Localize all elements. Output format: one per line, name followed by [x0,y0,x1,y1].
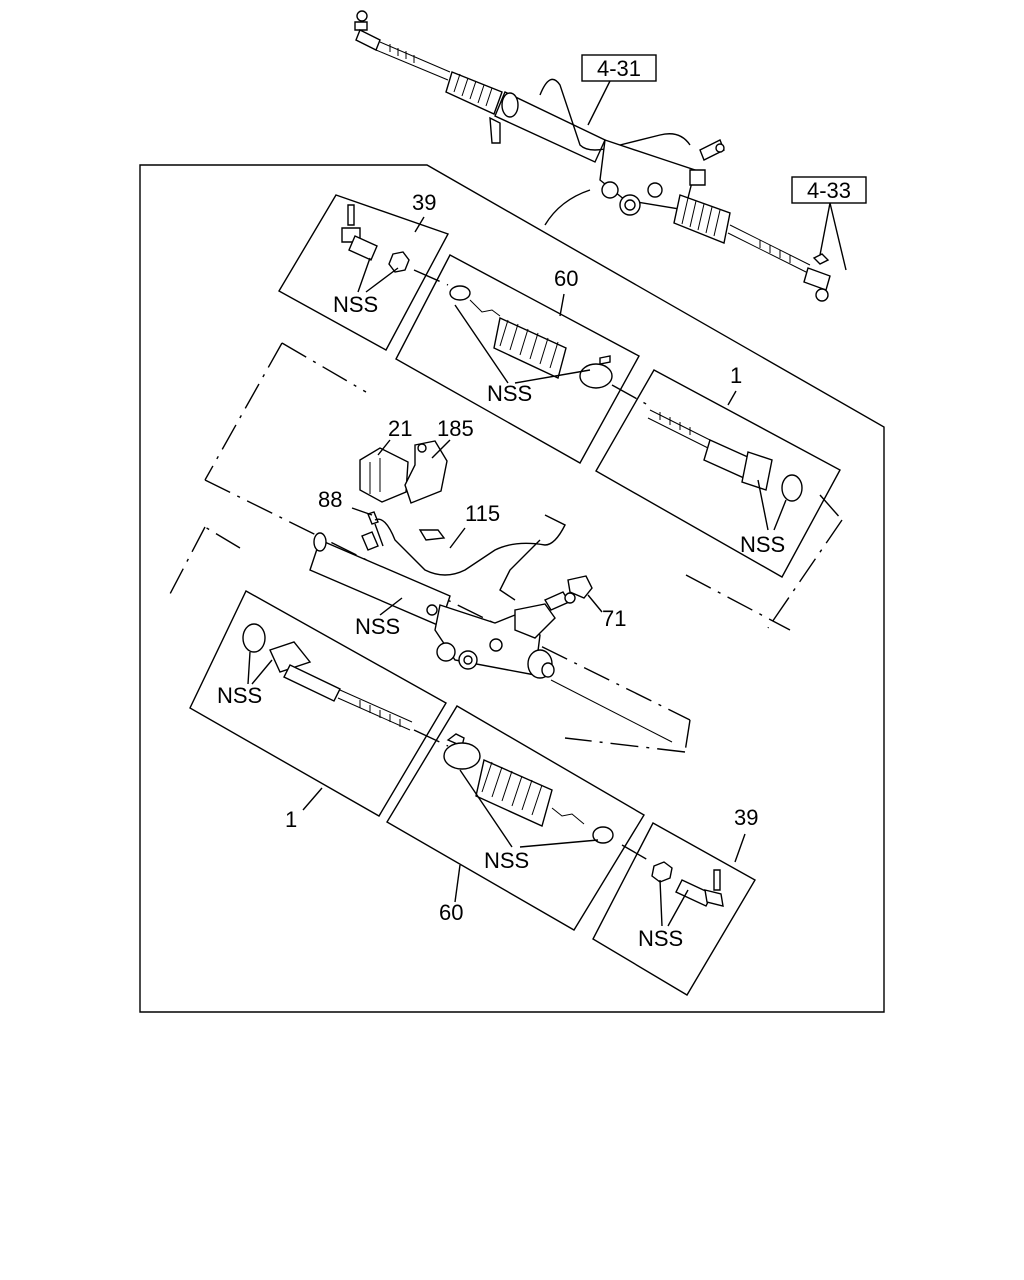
callout-115: 115 [465,501,500,526]
group-inner-tie-rod-upper: 1 NSS [595,363,841,578]
ref-4-33-label: 4-33 [807,178,851,203]
ref-box-4-31[interactable]: 4-31 [581,54,657,82]
nss-inner-tie-rod-upper: NSS [740,532,785,557]
callout-39-upper: 39 [412,190,436,215]
group-tie-rod-end-lower: 39 NSS [592,805,758,996]
group-inner-tie-rod-lower: NSS 1 [189,590,447,832]
group-boot-kit-lower: NSS 60 [386,705,645,931]
nss-inner-tie-rod-lower: NSS [217,683,262,708]
callout-39-lower: 39 [734,805,758,830]
ref-box-4-33[interactable]: 4-33 [791,176,867,204]
callout-1-lower: 1 [285,807,297,832]
group-rack-housing: 21 185 88 115 71 [169,342,791,753]
explode-arrow [544,189,591,226]
group-boot-kit-upper: 60 NSS [395,254,640,464]
ref-4-31-label: 4-31 [597,56,641,81]
nss-tie-rod-end-upper: NSS [333,292,378,317]
callout-60-lower: 60 [439,900,463,925]
callout-71: 71 [602,606,626,631]
nss-tie-rod-end-lower: NSS [638,926,683,951]
group-tie-rod-end-upper: 39 NSS [278,190,450,351]
callout-21: 21 [388,416,412,441]
nss-boot-kit-upper: NSS [487,381,532,406]
callout-88: 88 [318,487,342,512]
callout-1-upper: 1 [730,363,742,388]
callout-60-upper: 60 [554,266,578,291]
nss-rack-housing: NSS [355,614,400,639]
assembled-steering-gear [354,10,831,302]
callout-185: 185 [437,416,474,441]
nss-boot-kit-lower: NSS [484,848,529,873]
kit-frame [139,164,885,1013]
